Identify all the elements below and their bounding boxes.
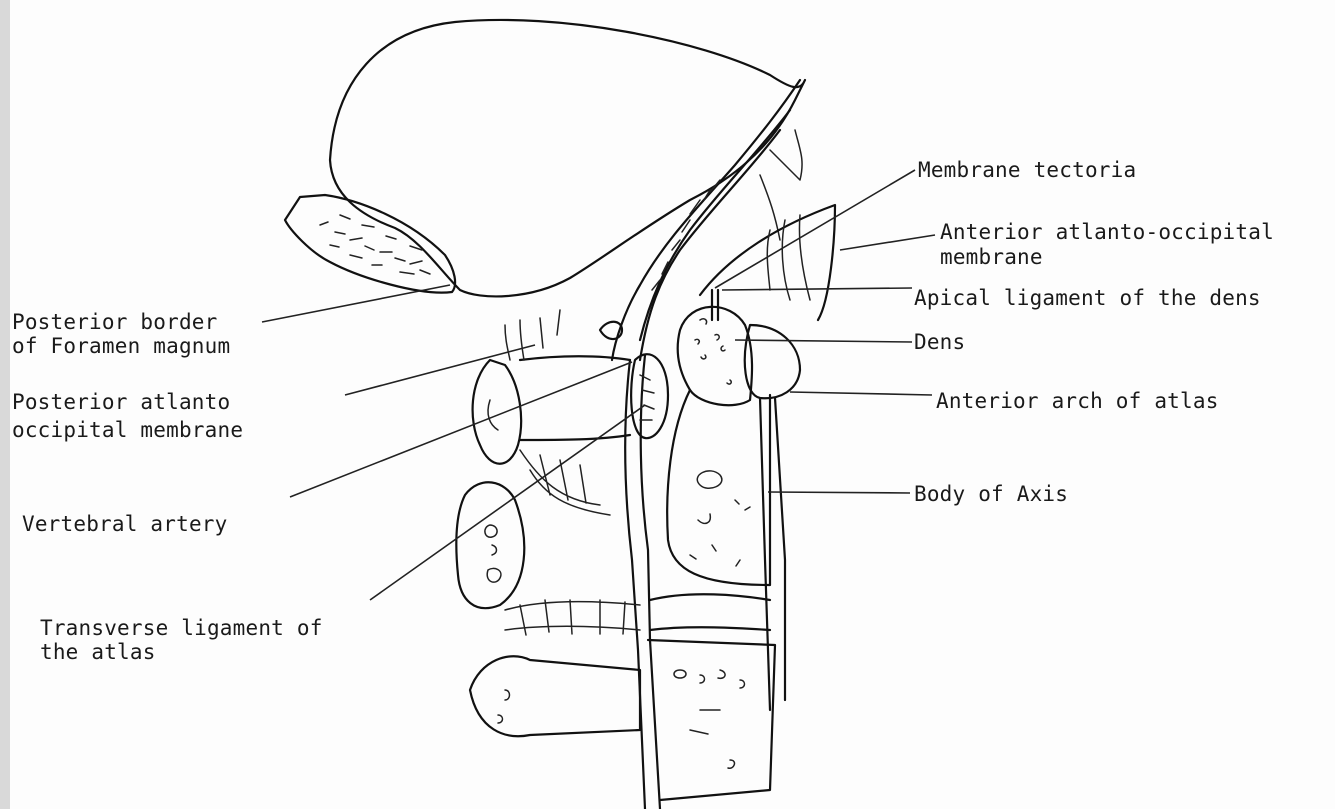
label-posterior-border: Posterior border xyxy=(12,310,218,334)
label-transverse-ligament-cont: the atlas xyxy=(40,640,156,664)
label-posterior-atlanto-cont: occipital membrane xyxy=(12,418,243,442)
label-anterior-atlanto-occipital: Anterior atlanto-occipital xyxy=(940,220,1274,244)
occipital-bone xyxy=(330,20,805,296)
transverse-ligament xyxy=(631,354,668,438)
label-posterior-atlanto: Posterior atlanto xyxy=(12,390,230,414)
body-of-axis xyxy=(667,390,770,585)
apical-ligament xyxy=(712,290,718,320)
label-apical-ligament: Apical ligament of the dens xyxy=(914,286,1261,310)
body-c3 xyxy=(648,640,775,800)
posterior-occipital-ridge xyxy=(285,195,455,293)
label-anterior-atlanto-occipital-cont: membrane xyxy=(940,245,1043,269)
label-vertebral-artery: Vertebral artery xyxy=(22,512,228,536)
posterior-arch-of-atlas xyxy=(473,360,522,464)
clivus xyxy=(612,80,800,360)
spinous-process-c3 xyxy=(470,656,640,736)
intervertebral-disc-2 xyxy=(505,600,640,635)
label-dens: Dens xyxy=(914,330,965,354)
label-membrane-tectoria: Membrane tectoria xyxy=(918,158,1136,182)
intervertebral-disc-1 xyxy=(520,450,610,515)
label-transverse-ligament: Transverse ligament of xyxy=(40,616,323,640)
label-anterior-arch: Anterior arch of atlas xyxy=(936,389,1219,413)
spinous-process-c2 xyxy=(456,482,524,608)
anterior-arch-of-atlas xyxy=(745,325,800,398)
label-posterior-border-cont: of Foramen magnum xyxy=(12,334,230,358)
label-body-of-axis: Body of Axis xyxy=(914,482,1068,506)
